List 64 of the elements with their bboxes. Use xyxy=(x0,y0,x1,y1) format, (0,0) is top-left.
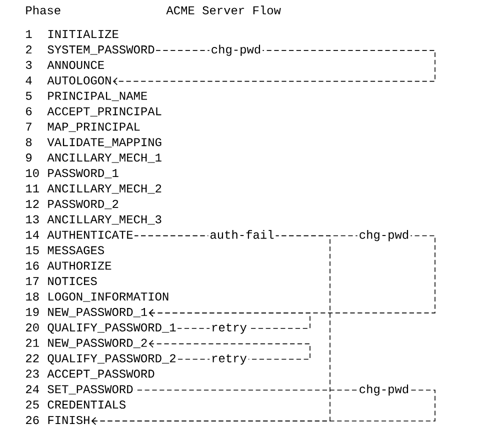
phase-name: ANCILLARY_MECH_2 xyxy=(47,184,162,194)
phase-number: 8 xyxy=(26,138,32,146)
edge-label: retry xyxy=(210,321,248,336)
phase-name: QUALIFY_PASSWORD_1 xyxy=(48,323,176,334)
phase-name: PASSWORD_2 xyxy=(48,200,118,210)
arrow xyxy=(112,50,436,86)
phase-number: 15 xyxy=(26,246,39,254)
phase-number: 24 xyxy=(26,385,39,394)
phase-number: 16 xyxy=(26,262,39,270)
phase-number: 4 xyxy=(26,76,32,84)
edge-label: chg-pwd xyxy=(209,43,263,58)
edge-label: auth-fail xyxy=(208,228,276,243)
phase-name: MAP_PRINCIPAL xyxy=(48,122,140,132)
phase-name: SYSTEM_PASSWORD xyxy=(48,45,154,55)
phase-name: LOGON_INFORMATION xyxy=(48,292,168,302)
edge-label: chg-pwd xyxy=(357,228,411,243)
phase-name: VALIDATE_MAPPING xyxy=(47,138,162,148)
phase-name: SET_PASSWORD xyxy=(48,385,133,394)
phase-number: 1 xyxy=(26,30,32,38)
edge-label: chg-pwd xyxy=(357,383,411,398)
phase-number: 19 xyxy=(26,308,39,316)
phase-number: 9 xyxy=(26,154,32,162)
phase-number: 7 xyxy=(26,122,32,131)
phase-name: FINISH xyxy=(48,416,90,424)
phase-name: NEW_PASSWORD_1 xyxy=(48,308,148,318)
phase-name: ANCILLARY_MECH_3 xyxy=(47,215,162,225)
arrow xyxy=(91,390,436,425)
phase-number: 22 xyxy=(26,354,39,362)
phase-name: INITIALIZE xyxy=(48,30,118,38)
phase-number: 6 xyxy=(26,107,32,116)
diagram-title: ACME Server Flow xyxy=(166,6,281,14)
phase-number: 25 xyxy=(26,400,39,409)
phase-name: NEW_PASSWORD_2 xyxy=(48,338,147,348)
phase-number: 5 xyxy=(26,92,32,100)
phase-number: 13 xyxy=(26,215,39,224)
phase-name: ACCEPT_PASSWORD xyxy=(47,370,154,379)
phase-name: AUTHENTICATE xyxy=(47,230,133,239)
phase-number: 26 xyxy=(26,416,39,424)
phase-number: 10 xyxy=(26,168,39,178)
phase-name: MESSAGES xyxy=(48,246,104,254)
phase-name: PRINCIPAL_NAME xyxy=(48,92,147,102)
phase-name: CREDENTIALS xyxy=(48,400,126,409)
phase-name: ANNOUNCE xyxy=(47,60,104,69)
column-heading: Phase xyxy=(26,6,60,14)
phase-name: AUTHORIZE xyxy=(47,262,112,270)
phase-name: AUTOLOGON xyxy=(47,76,111,84)
phase-number: 17 xyxy=(26,277,39,286)
phase-number: 11 xyxy=(26,184,39,192)
phase-name: ANCILLARY_MECH_1 xyxy=(47,154,162,163)
phase-name: PASSWORD_1 xyxy=(48,168,118,178)
phase-number: 14 xyxy=(26,230,39,239)
phase-number: 2 xyxy=(26,45,32,54)
phase-name: NOTICES xyxy=(48,277,97,286)
arrow xyxy=(148,340,310,360)
phase-number: 3 xyxy=(26,60,32,69)
phase-number: 18 xyxy=(26,292,39,301)
phase-name: QUALIFY_PASSWORD_2 xyxy=(48,354,176,364)
phase-number: 21 xyxy=(26,338,39,347)
arrow xyxy=(148,309,310,329)
phase-name: ACCEPT_PRINCIPAL xyxy=(47,107,162,116)
phase-number: 23 xyxy=(26,370,39,378)
edge-label: retry xyxy=(210,352,248,366)
phase-number: 12 xyxy=(26,200,39,208)
phase-number: 20 xyxy=(26,323,39,332)
